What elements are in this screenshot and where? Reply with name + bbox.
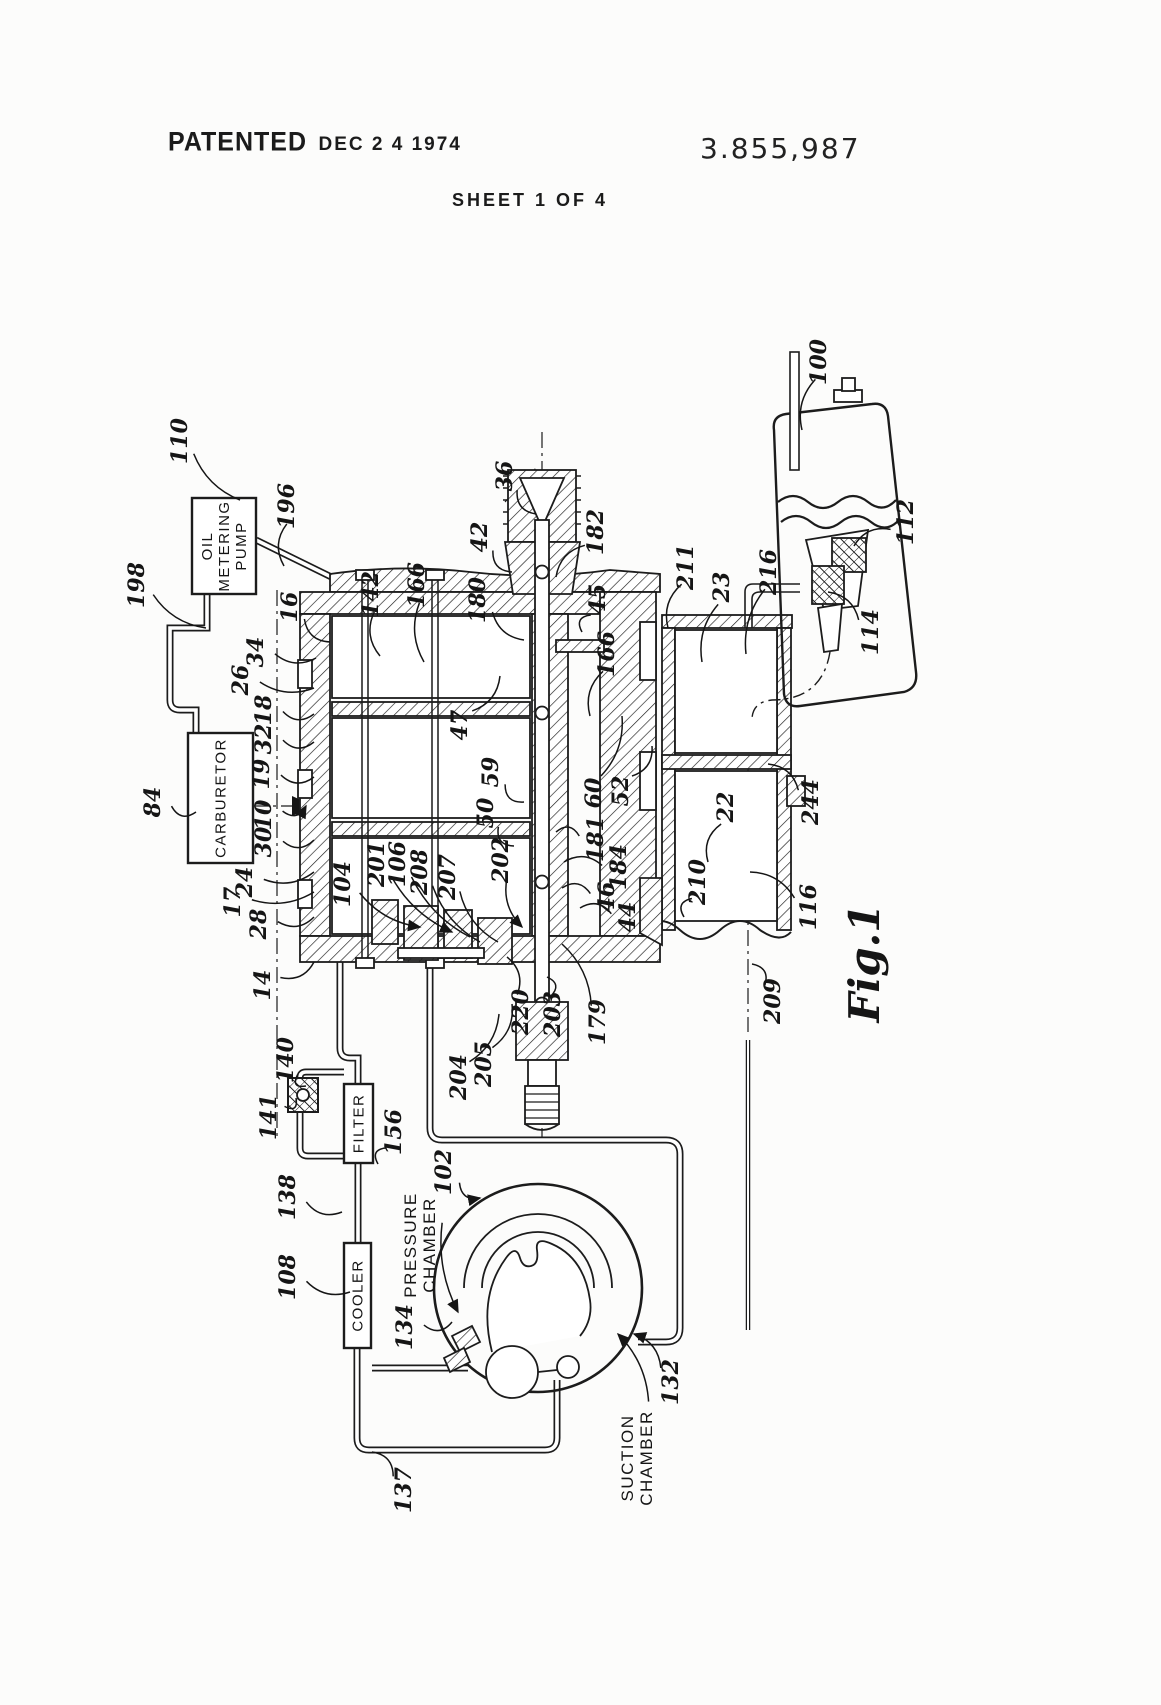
svg-text:179: 179 <box>585 999 611 1045</box>
ref-label-205: 205 <box>471 1004 512 1088</box>
component-box-carburetor: CARBURETOR <box>188 733 253 863</box>
svg-text:42: 42 <box>467 522 493 553</box>
svg-text:45: 45 <box>585 584 611 615</box>
leader-line <box>306 1202 342 1215</box>
component-box-label: CARBURETOR <box>213 738 230 858</box>
svg-text:132: 132 <box>658 1359 684 1405</box>
patent-number: 3.855,987 <box>700 132 861 165</box>
component-box-filter: FILTER <box>344 1084 373 1163</box>
ref-label-46: 46 <box>562 882 620 913</box>
leader-line <box>459 1183 480 1199</box>
svg-text:32: 32 <box>251 724 277 755</box>
svg-text:22: 22 <box>713 792 739 824</box>
svg-text:207: 207 <box>435 853 461 901</box>
svg-text:59: 59 <box>478 757 504 788</box>
svg-text:108: 108 <box>275 1254 301 1300</box>
ref-label-137: 137 <box>372 1452 417 1513</box>
svg-text:196: 196 <box>274 483 300 529</box>
ref-label-134: 134 <box>392 1304 452 1350</box>
leader-line <box>800 379 815 430</box>
leader-line <box>441 1223 458 1312</box>
svg-text:26: 26 <box>228 665 254 697</box>
ref-label-110: 110 <box>167 417 240 500</box>
svg-text:17: 17 <box>220 886 246 917</box>
svg-text:205: 205 <box>471 1041 497 1088</box>
svg-text:202: 202 <box>488 837 514 884</box>
ref-label-156: 156 <box>375 1109 407 1164</box>
svg-text:142: 142 <box>358 571 384 617</box>
svg-text:114: 114 <box>858 609 884 655</box>
leader-line <box>579 615 590 632</box>
svg-text:23: 23 <box>709 572 735 604</box>
svg-text:PRESSURECHAMBER: PRESSURECHAMBER <box>401 1192 439 1298</box>
svg-text:141: 141 <box>256 1094 282 1140</box>
svg-text:16: 16 <box>277 592 303 623</box>
svg-text:180: 180 <box>465 576 491 623</box>
leader-line <box>424 1322 452 1331</box>
svg-text:134: 134 <box>392 1304 418 1350</box>
svg-text:14: 14 <box>250 970 276 1001</box>
leader-line <box>280 962 314 978</box>
sheet-label: SHEET 1 OF 4 <box>0 190 1060 211</box>
ref-label-108: 108 <box>275 1254 350 1300</box>
svg-text:47: 47 <box>447 709 473 740</box>
svg-text:34: 34 <box>243 637 269 668</box>
component-box-label: COOLER <box>350 1259 367 1331</box>
svg-text:209: 209 <box>760 978 786 1025</box>
svg-text:166: 166 <box>404 562 430 608</box>
svg-text:104: 104 <box>330 861 356 907</box>
ref-label-138: 138 <box>275 1174 342 1220</box>
patented-stamp: PATENTED DEC 2 4 1974 <box>168 128 462 157</box>
ref-label-102: 102 <box>431 1149 480 1199</box>
ref-label-10: 10 <box>251 799 306 830</box>
svg-text:30: 30 <box>251 826 277 857</box>
svg-text:28: 28 <box>246 909 272 941</box>
ref-label-14: 14 <box>250 962 314 1000</box>
svg-text:203: 203 <box>540 991 566 1038</box>
svg-text:208: 208 <box>407 849 433 896</box>
pressure-chamber-label: PRESSURECHAMBER <box>401 1192 458 1312</box>
svg-text:116: 116 <box>796 884 822 930</box>
svg-text:244: 244 <box>798 779 824 826</box>
svg-text:18: 18 <box>251 695 277 726</box>
svg-text:19: 19 <box>249 759 275 790</box>
svg-text:84: 84 <box>140 787 166 819</box>
ref-label-209: 209 <box>752 964 786 1025</box>
svg-text:198: 198 <box>124 562 150 608</box>
ref-label-100: 100 <box>800 338 832 430</box>
svg-text:110: 110 <box>167 417 193 464</box>
intake-manifold <box>640 584 805 945</box>
svg-text:140: 140 <box>273 1036 299 1083</box>
svg-text:112: 112 <box>893 499 919 545</box>
component-box-cooler: COOLER <box>344 1243 371 1348</box>
svg-text:204: 204 <box>446 1054 472 1101</box>
svg-text:52: 52 <box>608 776 634 807</box>
svg-text:182: 182 <box>583 509 609 555</box>
figure-caption: Fig.1 <box>840 904 889 1024</box>
svg-text:10: 10 <box>251 799 277 830</box>
svg-text:36: 36 <box>492 461 518 492</box>
component-box-label: FILTER <box>351 1094 368 1154</box>
svg-text:50: 50 <box>473 797 499 828</box>
svg-text:60: 60 <box>581 777 607 808</box>
svg-text:137: 137 <box>391 1466 417 1513</box>
leader-line <box>278 524 286 566</box>
leader-line <box>194 454 240 500</box>
svg-text:166: 166 <box>594 631 620 677</box>
svg-text:SUCTIONCHAMBER: SUCTIONCHAMBER <box>618 1410 656 1506</box>
svg-text:Fig.1: Fig.1 <box>840 904 889 1024</box>
svg-text:138: 138 <box>275 1174 301 1220</box>
component-box-oil-metering-pump: OILMETERINGPUMP <box>192 498 256 594</box>
svg-text:44: 44 <box>615 902 641 933</box>
svg-text:216: 216 <box>756 549 782 596</box>
patented-text: PATENTED <box>168 127 307 158</box>
svg-text:102: 102 <box>431 1149 457 1195</box>
suction-chamber-label: SUCTIONCHAMBER <box>618 1334 656 1506</box>
leader-line <box>153 595 206 628</box>
svg-text:211: 211 <box>673 544 699 591</box>
svg-text:100: 100 <box>806 338 832 385</box>
patent-date: DEC 2 4 1974 <box>318 134 461 156</box>
